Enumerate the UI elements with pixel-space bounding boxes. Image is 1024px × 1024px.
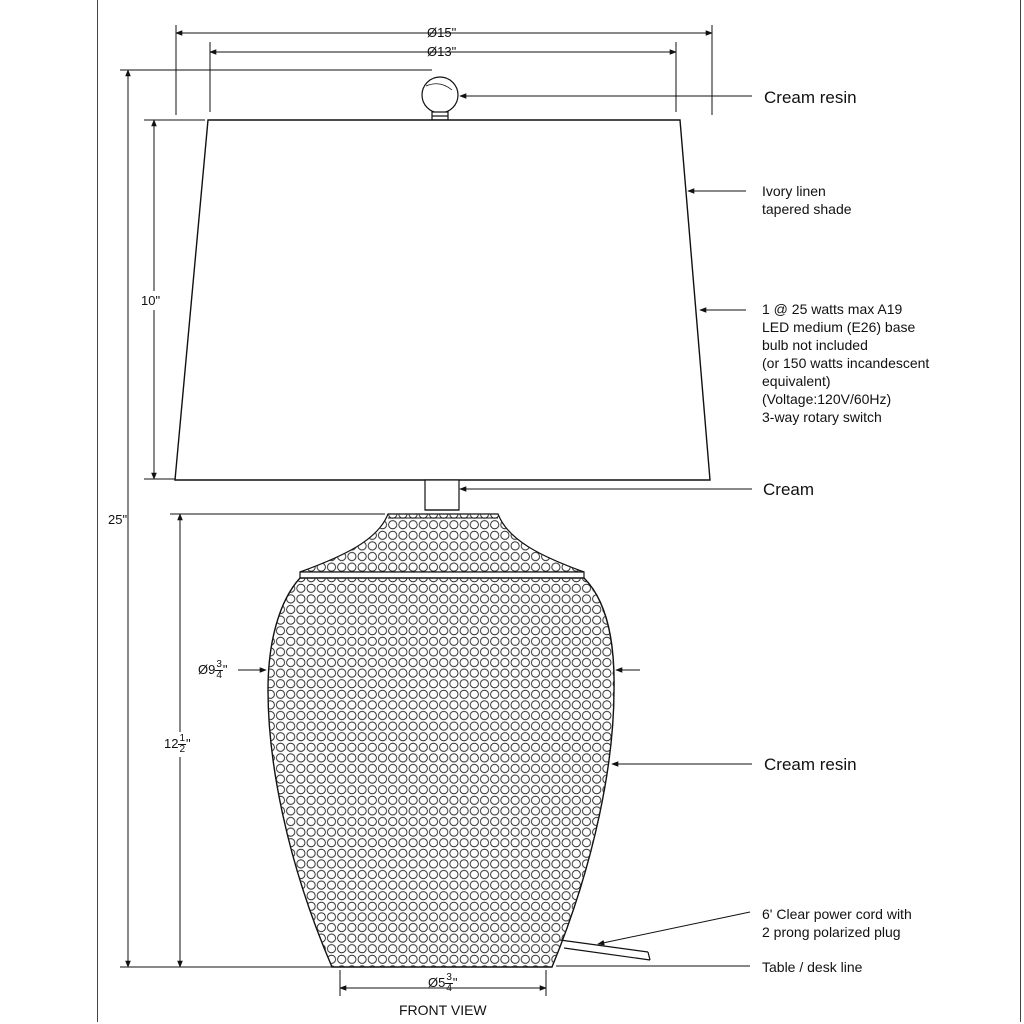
bulb-spec-line: equivalent) (762, 373, 831, 389)
neck-material-label: Cream (763, 480, 815, 499)
dim-foot-width (339, 970, 547, 996)
cord-line-1: 6' Clear power cord with (762, 906, 912, 922)
drawing-frame (97, 0, 1021, 1022)
shade-description: Ivory linen tapered shade (762, 182, 852, 218)
shade-height-label: 10" (141, 291, 161, 310)
shade-bottom-diameter-label: Ø15" (427, 25, 457, 40)
lamp-shade (174, 119, 711, 481)
bulb-spec-line: (Voltage:120V/60Hz) (762, 391, 892, 407)
bulb-spec-line: (or 150 watts incandescent (762, 355, 930, 371)
finial (421, 76, 459, 121)
lamp-shoulder (299, 513, 585, 573)
lamp-body (267, 577, 615, 968)
bulb-specs: 1 @ 25 watts max A19 LED medium (E26) ba… (762, 300, 929, 426)
overall-height-label: 25" (108, 510, 128, 529)
finial-material-label: Cream resin (764, 88, 857, 107)
table-line-label: Table / desk line (762, 959, 863, 975)
shade-line-1: Ivory linen (762, 183, 826, 199)
lamp-neck (424, 479, 460, 511)
view-label: FRONT VIEW (399, 1002, 487, 1018)
dim-overall-height (120, 69, 432, 968)
cord-description: 6' Clear power cord with 2 prong polariz… (762, 905, 912, 941)
cord-line-2: 2 prong polarized plug (762, 924, 901, 940)
dim-shade-top-width (209, 42, 677, 112)
bulb-spec-line: 3-way rotary switch (762, 409, 882, 425)
bulb-spec-line: LED medium (E26) base (762, 319, 916, 335)
bulb-spec-line: bulb not included (762, 337, 868, 353)
power-cord (559, 939, 651, 961)
shade-line-2: tapered shade (762, 201, 852, 217)
bulb-spec-line: 1 @ 25 watts max A19 (762, 301, 903, 317)
leader-lines (459, 93, 752, 967)
shade-top-diameter-label: Ø13" (427, 44, 457, 59)
body-material-label: Cream resin (764, 755, 857, 774)
